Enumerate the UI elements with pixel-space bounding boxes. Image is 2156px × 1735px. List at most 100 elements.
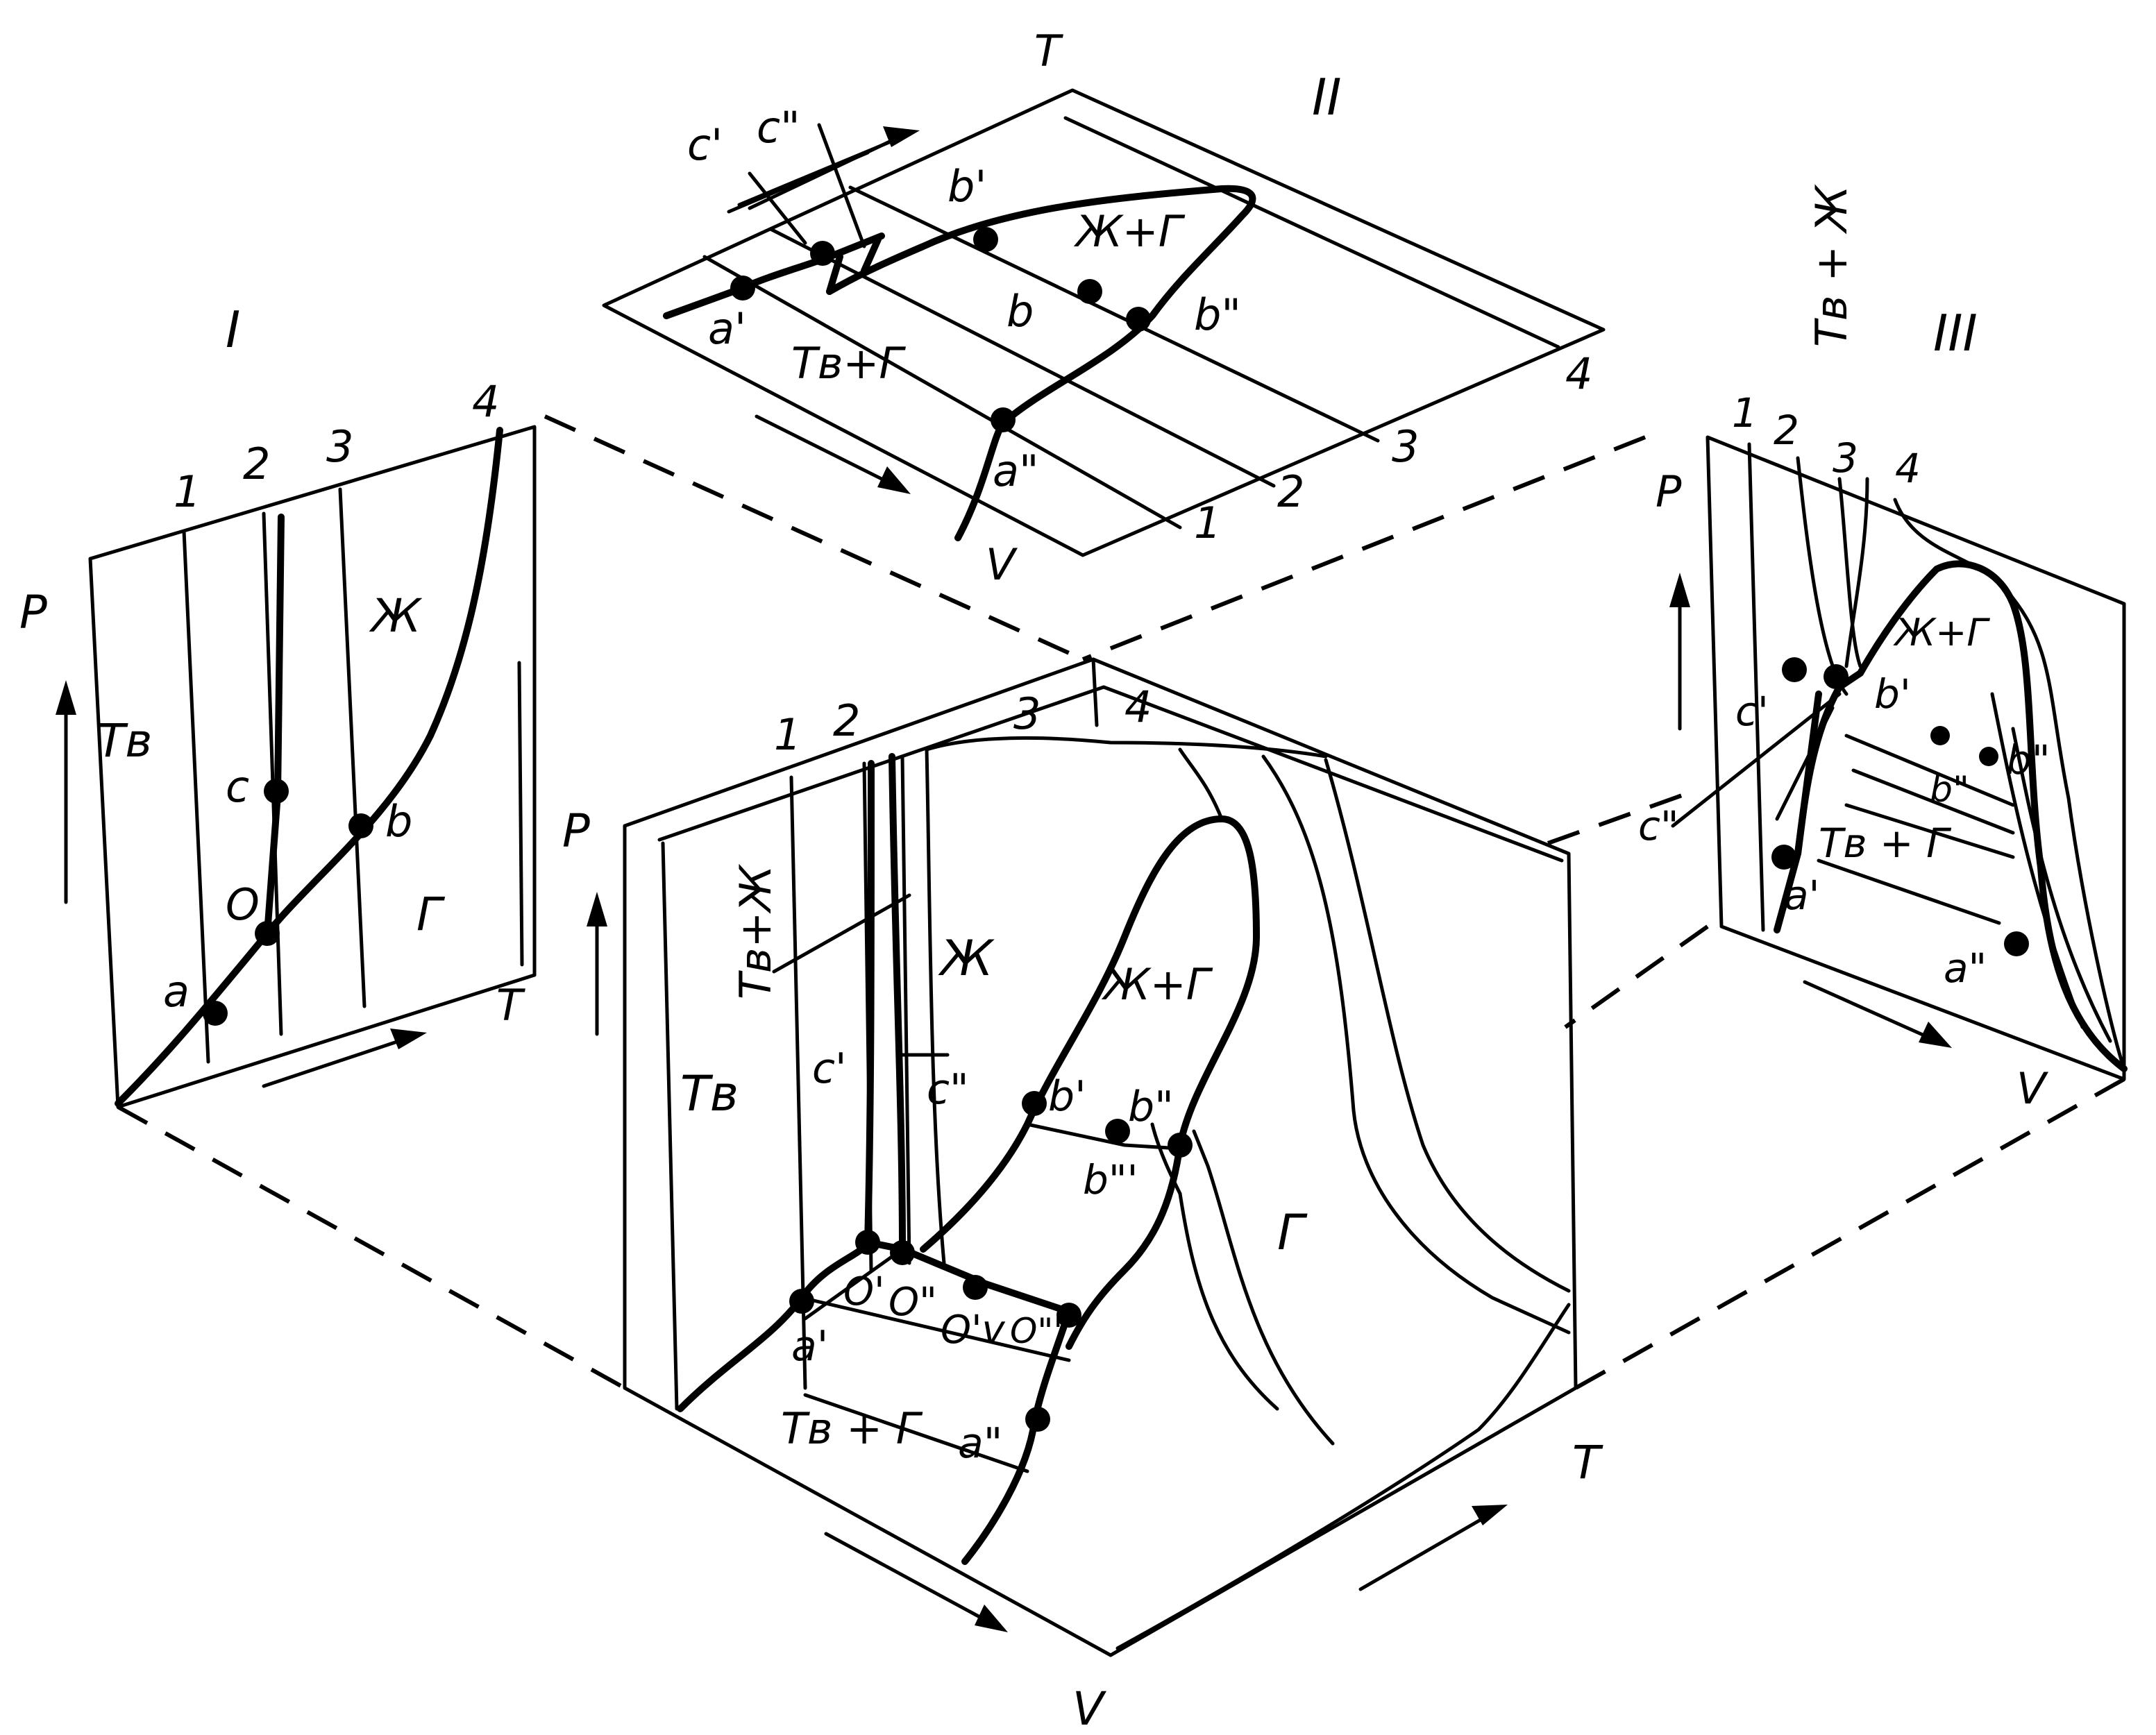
panel-iii-isotherm-label-4: 4 (1895, 445, 1921, 492)
panel-ii-isotherm-label-2: 2 (1277, 466, 1304, 517)
main-label-o1: O' (843, 1269, 884, 1314)
main-label-c1: c' (812, 1044, 846, 1093)
panel-iii-frame (1706, 435, 2126, 1081)
panel-iii-region-liquid-gas: Ж+Г (1893, 611, 1990, 654)
panel-ii-region-solid-gas: Tв+Г (791, 338, 906, 389)
panel-ii-point-b2 (1126, 307, 1151, 332)
panel-ii-isotherm-label-1: 1 (1194, 498, 1221, 548)
panel-i-frame (88, 425, 537, 1109)
main-label-b1: b' (1048, 1072, 1086, 1121)
main-region-solid-gas: Tв + Г (781, 1403, 923, 1454)
panel-i-label-a: a (163, 966, 190, 1017)
main-point-o2 (890, 1240, 915, 1265)
panel-ii-label-b1: b' (948, 161, 986, 212)
panel-i-point-a (203, 1001, 228, 1026)
main-region-solid: Tв (680, 1065, 739, 1122)
arrowhead-icon (1669, 573, 1690, 607)
panel-ii-v-arrow (755, 414, 898, 488)
main-point-b1 (1022, 1091, 1047, 1116)
panel-ii-solid-boundary (663, 232, 885, 319)
main-point-o1 (855, 1230, 880, 1255)
panel-iii-label-b1: b' (1874, 670, 1911, 718)
panel-iii-point-c1 (1782, 657, 1807, 682)
panel-iii-isotherm-label-3: 3 (1833, 434, 1858, 482)
main-label-b2: b" (1128, 1083, 1174, 1131)
panel-ii-point-b1 (973, 227, 998, 252)
panel-i-isotherm-2 (262, 511, 283, 1036)
panel-i-point-o (255, 921, 280, 946)
main-point-o3 (963, 1275, 988, 1300)
panel-i-isotherm-label-1: 1 (174, 466, 201, 517)
main-point-b3 (1105, 1119, 1130, 1144)
panel-i-region-liquid: Ж (369, 589, 423, 643)
main-bottom-ramp (1115, 1303, 1571, 1650)
arrowhead-icon (1919, 1022, 1952, 1048)
main-liquid-gas-dome (920, 815, 1260, 1350)
panel-ii-region-liquid-gas: Ж+Г (1073, 206, 1186, 257)
main-label-o3: O"' (1010, 1311, 1063, 1351)
panel-ii-t-arrow (737, 133, 908, 207)
panel-ii-frame (602, 88, 1606, 557)
panel-iii-pv-diagram: III P V 1 2 3 4 Tв + Ж Ж+Г Tв + Г a' a" … (1638, 184, 2128, 1114)
panel-iii-point-b2 (1930, 726, 1950, 745)
arrowhead-icon (883, 126, 920, 147)
panel-i-isotherm-3 (338, 487, 367, 1008)
arrowhead-icon (1472, 1505, 1508, 1525)
panel-i-pt-diagram: I P T 1 2 3 4 Tв Ж Г a O b c (19, 301, 537, 1109)
main-point-b2 (1168, 1133, 1193, 1158)
main-region-liquid: Ж (938, 930, 995, 987)
panel-iii-label-b3: b" (1930, 769, 1969, 811)
panel-ii-point-c1 (810, 241, 835, 266)
panel-iii-label-c1: c' (1735, 688, 1769, 735)
main-isotherm-label-3: 3 (1013, 688, 1041, 739)
panel-i-t-arrow (262, 1035, 412, 1088)
panel-iii-point-a1 (1771, 845, 1796, 870)
panel-ii-label-b2: b" (1194, 289, 1241, 340)
panel-ii-point-a2 (991, 407, 1016, 432)
main-region-gas: Г (1277, 1204, 1308, 1261)
main-t-arrow (1358, 1511, 1494, 1591)
main-label-c2: c" (927, 1065, 969, 1114)
panel-i-p-axis-label: P (19, 586, 47, 639)
panel-iii-label-a1: a' (1784, 872, 1820, 919)
panel-i-isotherm-1 (182, 529, 210, 1064)
main-label-o4: O'v (941, 1307, 1005, 1353)
panel-iii-point-b1 (1824, 664, 1848, 689)
panel-iii-point-b3 (1979, 747, 1998, 766)
panel-i-t-axis-label: T (496, 980, 525, 1031)
arrowhead-icon (975, 1605, 1008, 1632)
main-v-arrow (824, 1532, 995, 1626)
panel-ii-isotherm-label-4: 4 (1565, 348, 1592, 399)
arrowhead-icon (877, 466, 911, 494)
panel-ii-label-a1: a' (708, 303, 746, 354)
main-isotherm-label-2: 2 (833, 695, 860, 746)
panel-iii-region-solid-liquid: Tв + Ж (1806, 184, 1857, 347)
main-isotherm-label-4: 4 (1125, 682, 1152, 732)
panel-i-isotherm-label-2: 2 (243, 439, 270, 489)
panel-ii-tv-diagram: II T V 1 2 3 4 Ж+Г Tв+Г a' a" b b' b" c'… (602, 26, 1606, 590)
panel-ii-v-axis-label: V (986, 539, 1018, 590)
main-region-solid-liquid: Tв+Ж (730, 864, 781, 999)
panel-iii-isotherm-label-2: 2 (1774, 407, 1799, 454)
panel-iii-p-axis-label: P (1656, 466, 1682, 517)
main-v-axis-label: V (1072, 1682, 1106, 1735)
panel-ii-label-c2: c" (757, 102, 800, 153)
panel-i-region-solid: Tв (97, 714, 152, 768)
panel-iii-region-solid-gas: Tв + Г (1819, 820, 1952, 867)
main-label-a2: a" (958, 1419, 1002, 1468)
panel-iii-numeral: III (1933, 304, 1978, 362)
projection-dashed-lines (117, 414, 2125, 1390)
panel-ii-isotherm-label-3: 3 (1392, 421, 1419, 472)
main-p-axis-label: P (562, 804, 590, 858)
panel-i-label-o: O (226, 879, 260, 930)
main-pvt-surface: P T V 1 2 3 4 Tв Tв+Ж Ж Ж+Г Г Tв + Г a' … (562, 657, 1603, 1735)
panel-i-numeral: I (226, 301, 240, 359)
panel-i-label-b: b (385, 796, 412, 847)
main-label-a1: a' (791, 1322, 828, 1371)
panel-i-isotherm-label-3: 3 (326, 421, 353, 472)
panel-iii-label-a2: a" (1944, 945, 1987, 992)
panel-i-label-c: c (226, 761, 249, 812)
panel-iii-v-arrow (1803, 980, 1939, 1043)
main-isotherm-label-1: 1 (774, 709, 801, 760)
